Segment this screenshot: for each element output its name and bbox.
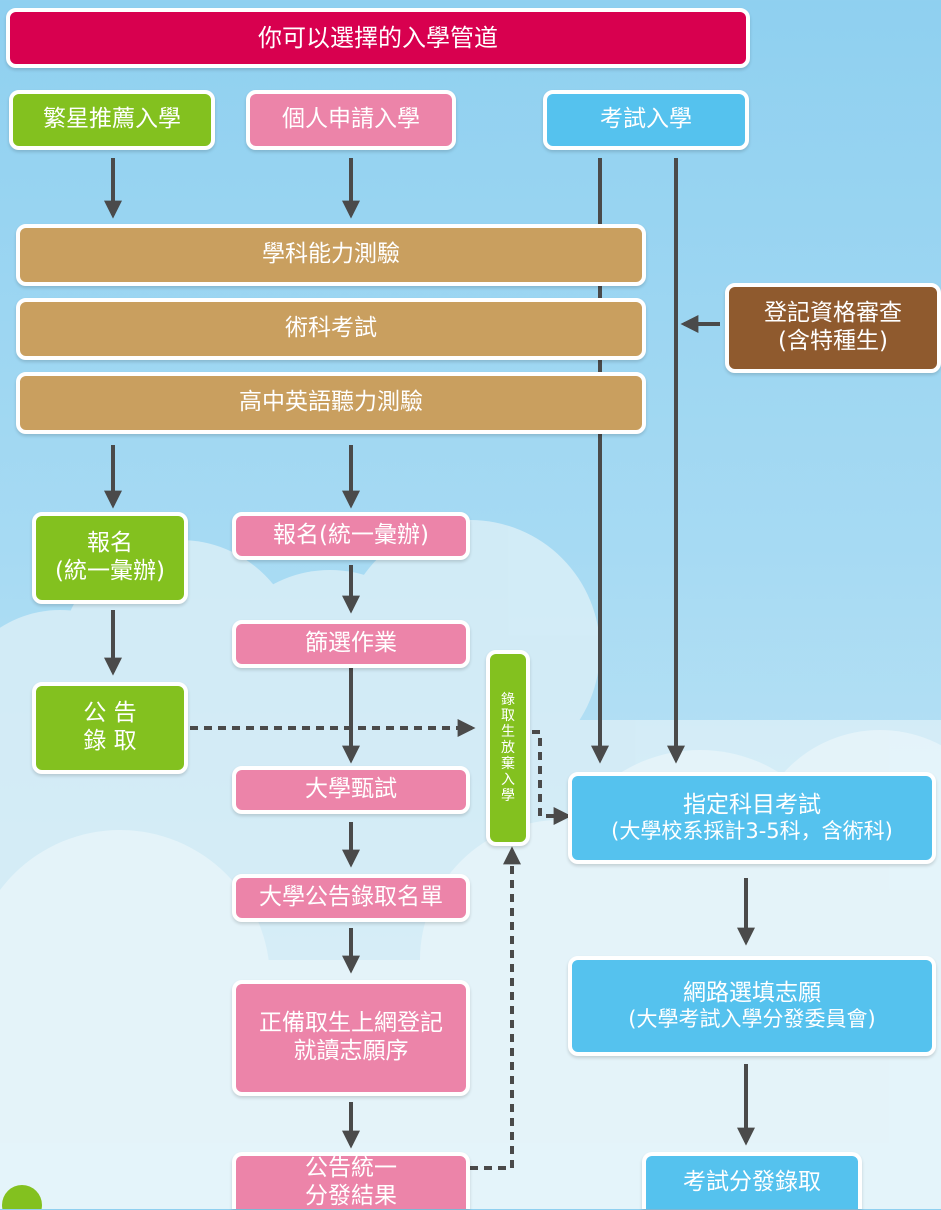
designated-subjects-exam: 指定科目考試 (大學校系採計3-5科，含術科) bbox=[568, 772, 936, 864]
final-allocation-announcement: 公告統一 分發結果 bbox=[232, 1152, 470, 1209]
designated-line2: (大學校系採計3-5科，含術科) bbox=[611, 819, 893, 844]
star-register-line1: 報名 bbox=[87, 530, 133, 558]
star-announce-line2: 錄 取 bbox=[83, 728, 136, 756]
star-channel-label: 繁星推薦入學 bbox=[43, 106, 181, 134]
listening-label: 高中英語聽力測驗 bbox=[239, 389, 423, 417]
preference-line2: (大學考試入學分發委員會) bbox=[628, 1007, 875, 1032]
online-reg-line2: 就讀志願序 bbox=[294, 1038, 409, 1066]
english-listening-test: 高中英語聽力測驗 bbox=[16, 372, 646, 434]
online-reg-line1: 正備取生上網登記 bbox=[259, 1010, 443, 1038]
star-announcement: 公 告 錄 取 bbox=[32, 682, 188, 774]
final-line2: 分發結果 bbox=[305, 1183, 397, 1210]
exam-admission-channel: 考試入學 bbox=[543, 90, 749, 150]
university-interview: 大學甄試 bbox=[232, 766, 470, 814]
personal-registration: 報名(統一彙辦) bbox=[232, 512, 470, 560]
exam-channel-label: 考試入學 bbox=[600, 106, 692, 134]
online-preference-selection: 網路選填志願 (大學考試入學分發委員會) bbox=[568, 956, 936, 1056]
final-line1: 公告統一 bbox=[305, 1155, 397, 1183]
result-label: 考試分發錄取 bbox=[683, 1169, 821, 1197]
online-preference-registration: 正備取生上網登記 就讀志願序 bbox=[232, 980, 470, 1096]
personal-application-channel: 個人申請入學 bbox=[246, 90, 456, 150]
interview-label: 大學甄試 bbox=[305, 776, 397, 804]
title-text: 你可以選擇的入學管道 bbox=[258, 24, 498, 53]
waiver-label: 錄取生放棄入學 bbox=[500, 692, 516, 805]
register-check-line1: 登記資格審查 bbox=[764, 300, 902, 328]
personal-channel-label: 個人申請入學 bbox=[282, 106, 420, 134]
preference-line1: 網路選填志願 bbox=[683, 980, 821, 1008]
register-check-line2: (含特種生) bbox=[778, 328, 888, 356]
screening-label: 篩選作業 bbox=[305, 630, 397, 658]
gsat-label: 學科能力測驗 bbox=[262, 241, 400, 269]
personal-register-label: 報名(統一彙辦) bbox=[273, 522, 429, 550]
admission-waiver: 錄取生放棄入學 bbox=[486, 650, 530, 846]
art-exam: 術科考試 bbox=[16, 298, 646, 360]
announce-list-label: 大學公告錄取名單 bbox=[259, 884, 443, 912]
star-recommendation-channel: 繁星推薦入學 bbox=[9, 90, 215, 150]
designated-line1: 指定科目考試 bbox=[683, 792, 821, 820]
gsat-test: 學科能力測驗 bbox=[16, 224, 646, 286]
screening-step: 篩選作業 bbox=[232, 620, 470, 668]
page-title: 你可以選擇的入學管道 bbox=[6, 8, 750, 68]
star-register-line2: (統一彙辦) bbox=[55, 558, 165, 586]
exam-allocation-result: 考試分發錄取 bbox=[642, 1152, 862, 1209]
registration-qualification-review: 登記資格審查 (含特種生) bbox=[725, 283, 941, 373]
star-registration: 報名 (統一彙辦) bbox=[32, 512, 188, 604]
star-announce-line1: 公 告 bbox=[83, 700, 136, 728]
art-label: 術科考試 bbox=[285, 315, 377, 343]
admission-list-announcement: 大學公告錄取名單 bbox=[232, 874, 470, 922]
